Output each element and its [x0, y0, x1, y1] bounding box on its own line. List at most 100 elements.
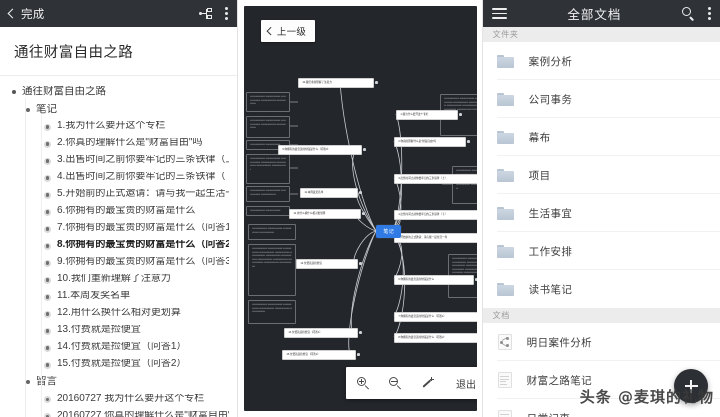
mindmap-icon[interactable] [199, 8, 212, 20]
outline-bullet-icon [26, 107, 30, 112]
file-list-item[interactable]: 案例分析 [483, 42, 720, 80]
mindmap-node[interactable]: 1.我为什么要开这个专栏 [396, 110, 459, 120]
mindmap-leaf-block[interactable]: ▪▪▪▪▪▪▪▪▪▪▪▪▪▪▪▪ ▪▪▪▪▪▪▪▪▪▪▪▪▪▪▪▪ ▪▪▪▪▪▪… [248, 224, 297, 240]
outline-item[interactable]: 3.出售时间之前你要牢记的三条铁律（上） [44, 155, 229, 165]
file-list-item[interactable]: 读书笔记 [483, 270, 720, 308]
mindmap-node-handle[interactable] [475, 278, 477, 281]
outline-item[interactable]: 7.你拥有的最宝贵的财富是什么（问答1） [44, 223, 229, 233]
outline-bullet-icon [44, 174, 51, 182]
add-document-button[interactable] [674, 369, 708, 403]
mindmap-node[interactable]: 3.出售时间之前你要牢记的三条铁律（上） [394, 174, 477, 184]
exit-button[interactable]: 退出 [455, 379, 476, 391]
outline-bullet-icon [44, 157, 51, 165]
mindmap-node[interactable]: 6.你拥有的最宝贵的财富是什么 [394, 275, 475, 285]
mindmap-node-handle[interactable] [362, 212, 365, 215]
mindmap-node-handle[interactable] [357, 353, 360, 356]
mindmap-node[interactable]: 11.本周发奖名单 [300, 188, 359, 198]
file-list-item-label: 明日案件分析 [526, 336, 593, 349]
file-list-item[interactable]: 项目 [483, 156, 720, 194]
mindmap-node[interactable]: 9.你拥有的最宝贵的财富是什么（问答3） [278, 145, 363, 155]
mindmap-panel: 上一级 ▪▪▪▪▪▪▪▪▪▪▪▪▪▪▪▪ ▪▪▪▪▪▪▪▪▪▪▪▪▪▪▪▪ ▪▪… [238, 0, 482, 417]
zoom-in-icon[interactable] [356, 377, 369, 390]
done-label: 完成 [21, 8, 45, 21]
mindmap-node-handle[interactable] [359, 331, 362, 334]
mindmap-root-node[interactable]: 笔记 [376, 225, 402, 238]
outline-item[interactable]: 1.我为什么要开这个专栏 [44, 121, 229, 131]
file-list-item-label: 公司事务 [528, 93, 573, 106]
mindmap-leaf-block[interactable]: ▪▪▪▪▪▪▪▪▪▪▪▪▪▪▪▪ ▪▪▪▪▪▪▪▪▪▪▪▪▪▪▪▪ ▪▪▪▪▪▪… [246, 154, 291, 184]
outline-item-label: 3.出售时间之前你要牢记的三条铁律（上） [57, 155, 230, 165]
outline-item[interactable]: 笔记 [26, 104, 229, 115]
mindmap-node[interactable]: 7.你拥有的最宝贵的财富是什么（问答1） [394, 312, 477, 322]
outline-item[interactable]: 20160727 我为什么要开这个专栏 [44, 394, 229, 404]
outline-item[interactable]: 通往财富自由之路 [12, 86, 229, 97]
mindmap-node[interactable]: 13.付费就是捡便宜 [296, 259, 359, 269]
outline-item[interactable]: 8.你拥有的最宝贵的财富是什么（问答2） [44, 240, 229, 250]
outline-item[interactable]: 13.付费就是捡便宜 [44, 325, 229, 335]
outline-item[interactable]: 12.用什么换什么相对更划算 [44, 308, 229, 318]
file-list: 明日案件分析财富之路笔记日常记事无标题 [482, 323, 720, 417]
mindmap-node-handle[interactable] [459, 113, 462, 116]
mindmap-back-button[interactable]: 上一级 [261, 20, 316, 42]
outline-item[interactable]: 10.我们重新理解了注意力 [44, 274, 229, 284]
done-button[interactable]: 完成 [7, 6, 45, 22]
file-list-item-label: 读书笔记 [528, 283, 573, 296]
mindmap-leaf-block[interactable]: ▪▪▪▪▪▪▪▪▪▪▪▪▪▪▪▪ ▪▪▪▪▪▪▪▪▪▪▪▪▪▪▪▪ ▪▪▪▪▪▪… [246, 186, 291, 202]
mindmap-leaf-block[interactable]: ▪▪▪▪▪▪▪▪▪▪▪▪▪▪▪▪ ▪▪▪▪▪▪▪▪▪▪▪▪▪▪▪▪ ▪▪▪▪▪▪… [248, 244, 297, 296]
folder-icon [496, 54, 514, 68]
mindmap-node-handle[interactable] [359, 191, 362, 194]
file-list-item[interactable]: 公司事务 [483, 80, 720, 118]
mindmap-back-label: 上一级 [276, 27, 307, 38]
outline-item[interactable]: 14.付费就是捡便宜（问答1） [44, 342, 229, 352]
outline-item[interactable]: 2.你真的理解什么是"财富自由"吗 [44, 138, 229, 148]
outline-item[interactable]: 9.你拥有的最宝贵的财富是什么（问答3） [44, 257, 229, 267]
mindmap-node[interactable]: 5.开始前的正式邀请：请与我一起生活一年 [394, 233, 477, 243]
file-list-item[interactable]: 生活事宜 [483, 194, 720, 232]
mindmap-node-handle[interactable] [375, 81, 378, 84]
mindmap-leaf-block[interactable]: ▪▪▪▪▪▪▪▪▪▪▪▪▪▪▪▪ ▪▪▪▪▪▪▪▪▪▪▪▪▪▪▪▪ ▪▪▪▪▪▪… [246, 116, 291, 138]
file-list-item[interactable]: 幕布 [483, 118, 720, 156]
mindmap-node[interactable]: 8.你拥有的最宝贵的财富是什么（问答2） [394, 333, 477, 343]
outline-item[interactable]: 20160727 你真的理解什么是"财富自由"吗 [44, 411, 229, 417]
search-icon[interactable] [682, 7, 695, 21]
outline-item[interactable]: 4.出售时间之前你要牢记的三条铁律（下） [44, 172, 229, 182]
mindmap-leaf-block[interactable]: ▪▪▪▪▪▪▪▪▪▪▪▪▪▪▪▪ ▪▪▪▪▪▪▪▪▪▪▪▪▪▪▪▪ ▪▪▪▪▪▪… [440, 94, 477, 136]
folder-icon [496, 92, 514, 106]
mindmap-node-handle[interactable] [363, 148, 366, 151]
outline-item[interactable]: 6.你拥有的最宝贵的财富是什么 [44, 206, 229, 216]
more-vertical-icon[interactable] [708, 7, 711, 20]
mindmap-node-handle[interactable] [359, 262, 362, 265]
mindmap-canvas[interactable]: 上一级 ▪▪▪▪▪▪▪▪▪▪▪▪▪▪▪▪ ▪▪▪▪▪▪▪▪▪▪▪▪▪▪▪▪ ▪▪… [244, 6, 477, 411]
mindmap-node-handle[interactable] [467, 140, 470, 143]
outline-item[interactable]: 留言 [26, 376, 229, 387]
mindmap-node[interactable]: 15.付费就是捡便宜（问答2） [282, 350, 357, 360]
page-title: 通往财富自由之路 [0, 27, 238, 76]
file-list-item[interactable]: 明日案件分析 [483, 323, 720, 361]
section-header: 文档 [482, 308, 720, 323]
magic-wand-icon[interactable] [422, 377, 435, 390]
mindmap-leaf-block[interactable]: ▪▪▪▪▪▪▪▪▪▪▪▪▪▪▪▪ ▪▪▪▪▪▪▪▪▪▪▪▪▪▪▪▪ ▪▪▪▪▪▪… [452, 166, 477, 204]
outline-item[interactable]: 11.本周发奖名单 [44, 291, 229, 301]
file-list-item[interactable]: 工作安排 [483, 232, 720, 270]
mindmap-leaf-block[interactable]: ▪▪▪▪▪▪▪▪▪▪▪▪▪▪▪▪ ▪▪▪▪▪▪▪▪▪▪▪▪▪▪▪▪ [246, 206, 291, 216]
mindmap-node[interactable]: 10.我们重新理解了注意力 [298, 78, 375, 88]
outline-item-label: 笔记 [36, 103, 57, 114]
folder-icon [496, 206, 514, 220]
outline-item-label: 8.你拥有的最宝贵的财富是什么（问答2） [57, 240, 230, 250]
mindmap-leaf-block[interactable]: ▪▪▪▪▪▪▪▪▪▪▪▪▪▪▪▪ ▪▪▪▪▪▪▪▪▪▪▪▪▪▪▪▪ ▪▪▪▪▪▪… [246, 92, 291, 112]
hamburger-icon[interactable] [491, 8, 507, 19]
zoom-out-icon[interactable] [389, 377, 402, 390]
outline-item[interactable]: 5.开始前的正式邀请：请与我一起生活一年 [44, 189, 229, 199]
file-list-item[interactable]: 财富之路笔记 [483, 361, 720, 399]
mindmap-node[interactable]: 4.出售时间之前你要牢记的三条铁律（下） [394, 210, 477, 220]
mindmap-leaf-block[interactable]: ▪▪▪▪▪▪▪▪▪▪▪▪▪▪▪▪ ▪▪▪▪▪▪▪▪▪▪▪▪▪▪▪▪ ▪▪▪▪▪▪… [248, 300, 297, 324]
outline-bullet-icon [44, 140, 51, 148]
outline-item[interactable]: 15.付费就是捡便宜（问答2） [44, 359, 229, 369]
mindmap-node[interactable]: 2.你真的理解什么是"财富自由"吗 [394, 137, 467, 147]
outline-panel: 完成 通往财富自由之路 通往财富自由之路笔记 1.我为什么要开这个专栏 2.你真的理… [0, 0, 239, 417]
outline-bullet-icon [44, 259, 51, 267]
mindmap-node[interactable]: 14.付费就是捡便宜（问答1） [284, 328, 359, 338]
mindmap-node[interactable]: 12.用什么换什么相对更划算 [289, 209, 362, 219]
more-vertical-icon[interactable] [225, 7, 229, 20]
